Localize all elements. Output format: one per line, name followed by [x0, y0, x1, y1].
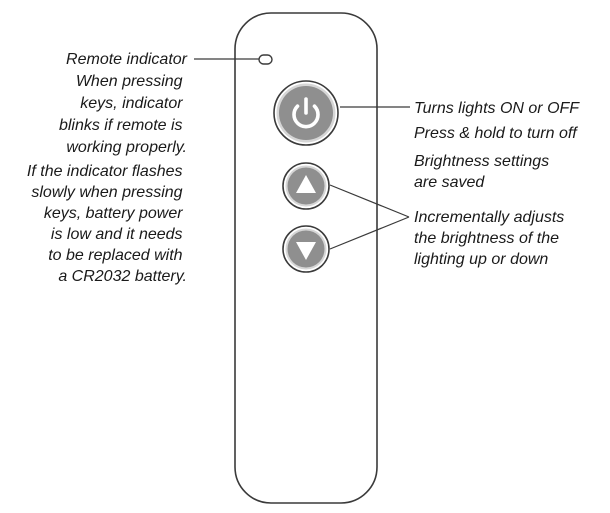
- indicator-normal-note: When pressing keys, indicator blinks if …: [59, 73, 187, 156]
- down-leader-line: [329, 216, 410, 250]
- triangle-down-icon: [296, 242, 316, 260]
- triangle-up-icon: [296, 175, 316, 193]
- indicator-battery-note: If the indicator flashes slowly when pre…: [27, 163, 187, 285]
- power-notes: Turns lights ON or OFF Press & hold to t…: [414, 100, 583, 142]
- up-leader-line: [329, 184, 410, 218]
- indicator-led: [258, 54, 273, 65]
- brightness-up-button[interactable]: [282, 162, 330, 210]
- brightness-saved-note: Brightness settings are saved: [414, 153, 554, 191]
- brightness-down-button[interactable]: [282, 225, 330, 273]
- brightness-adjust-note: Incrementally adjusts the brightness of …: [414, 209, 569, 268]
- power-icon: [292, 97, 320, 129]
- power-button[interactable]: [273, 80, 339, 146]
- remote-indicator-label: Remote indicator: [66, 51, 188, 68]
